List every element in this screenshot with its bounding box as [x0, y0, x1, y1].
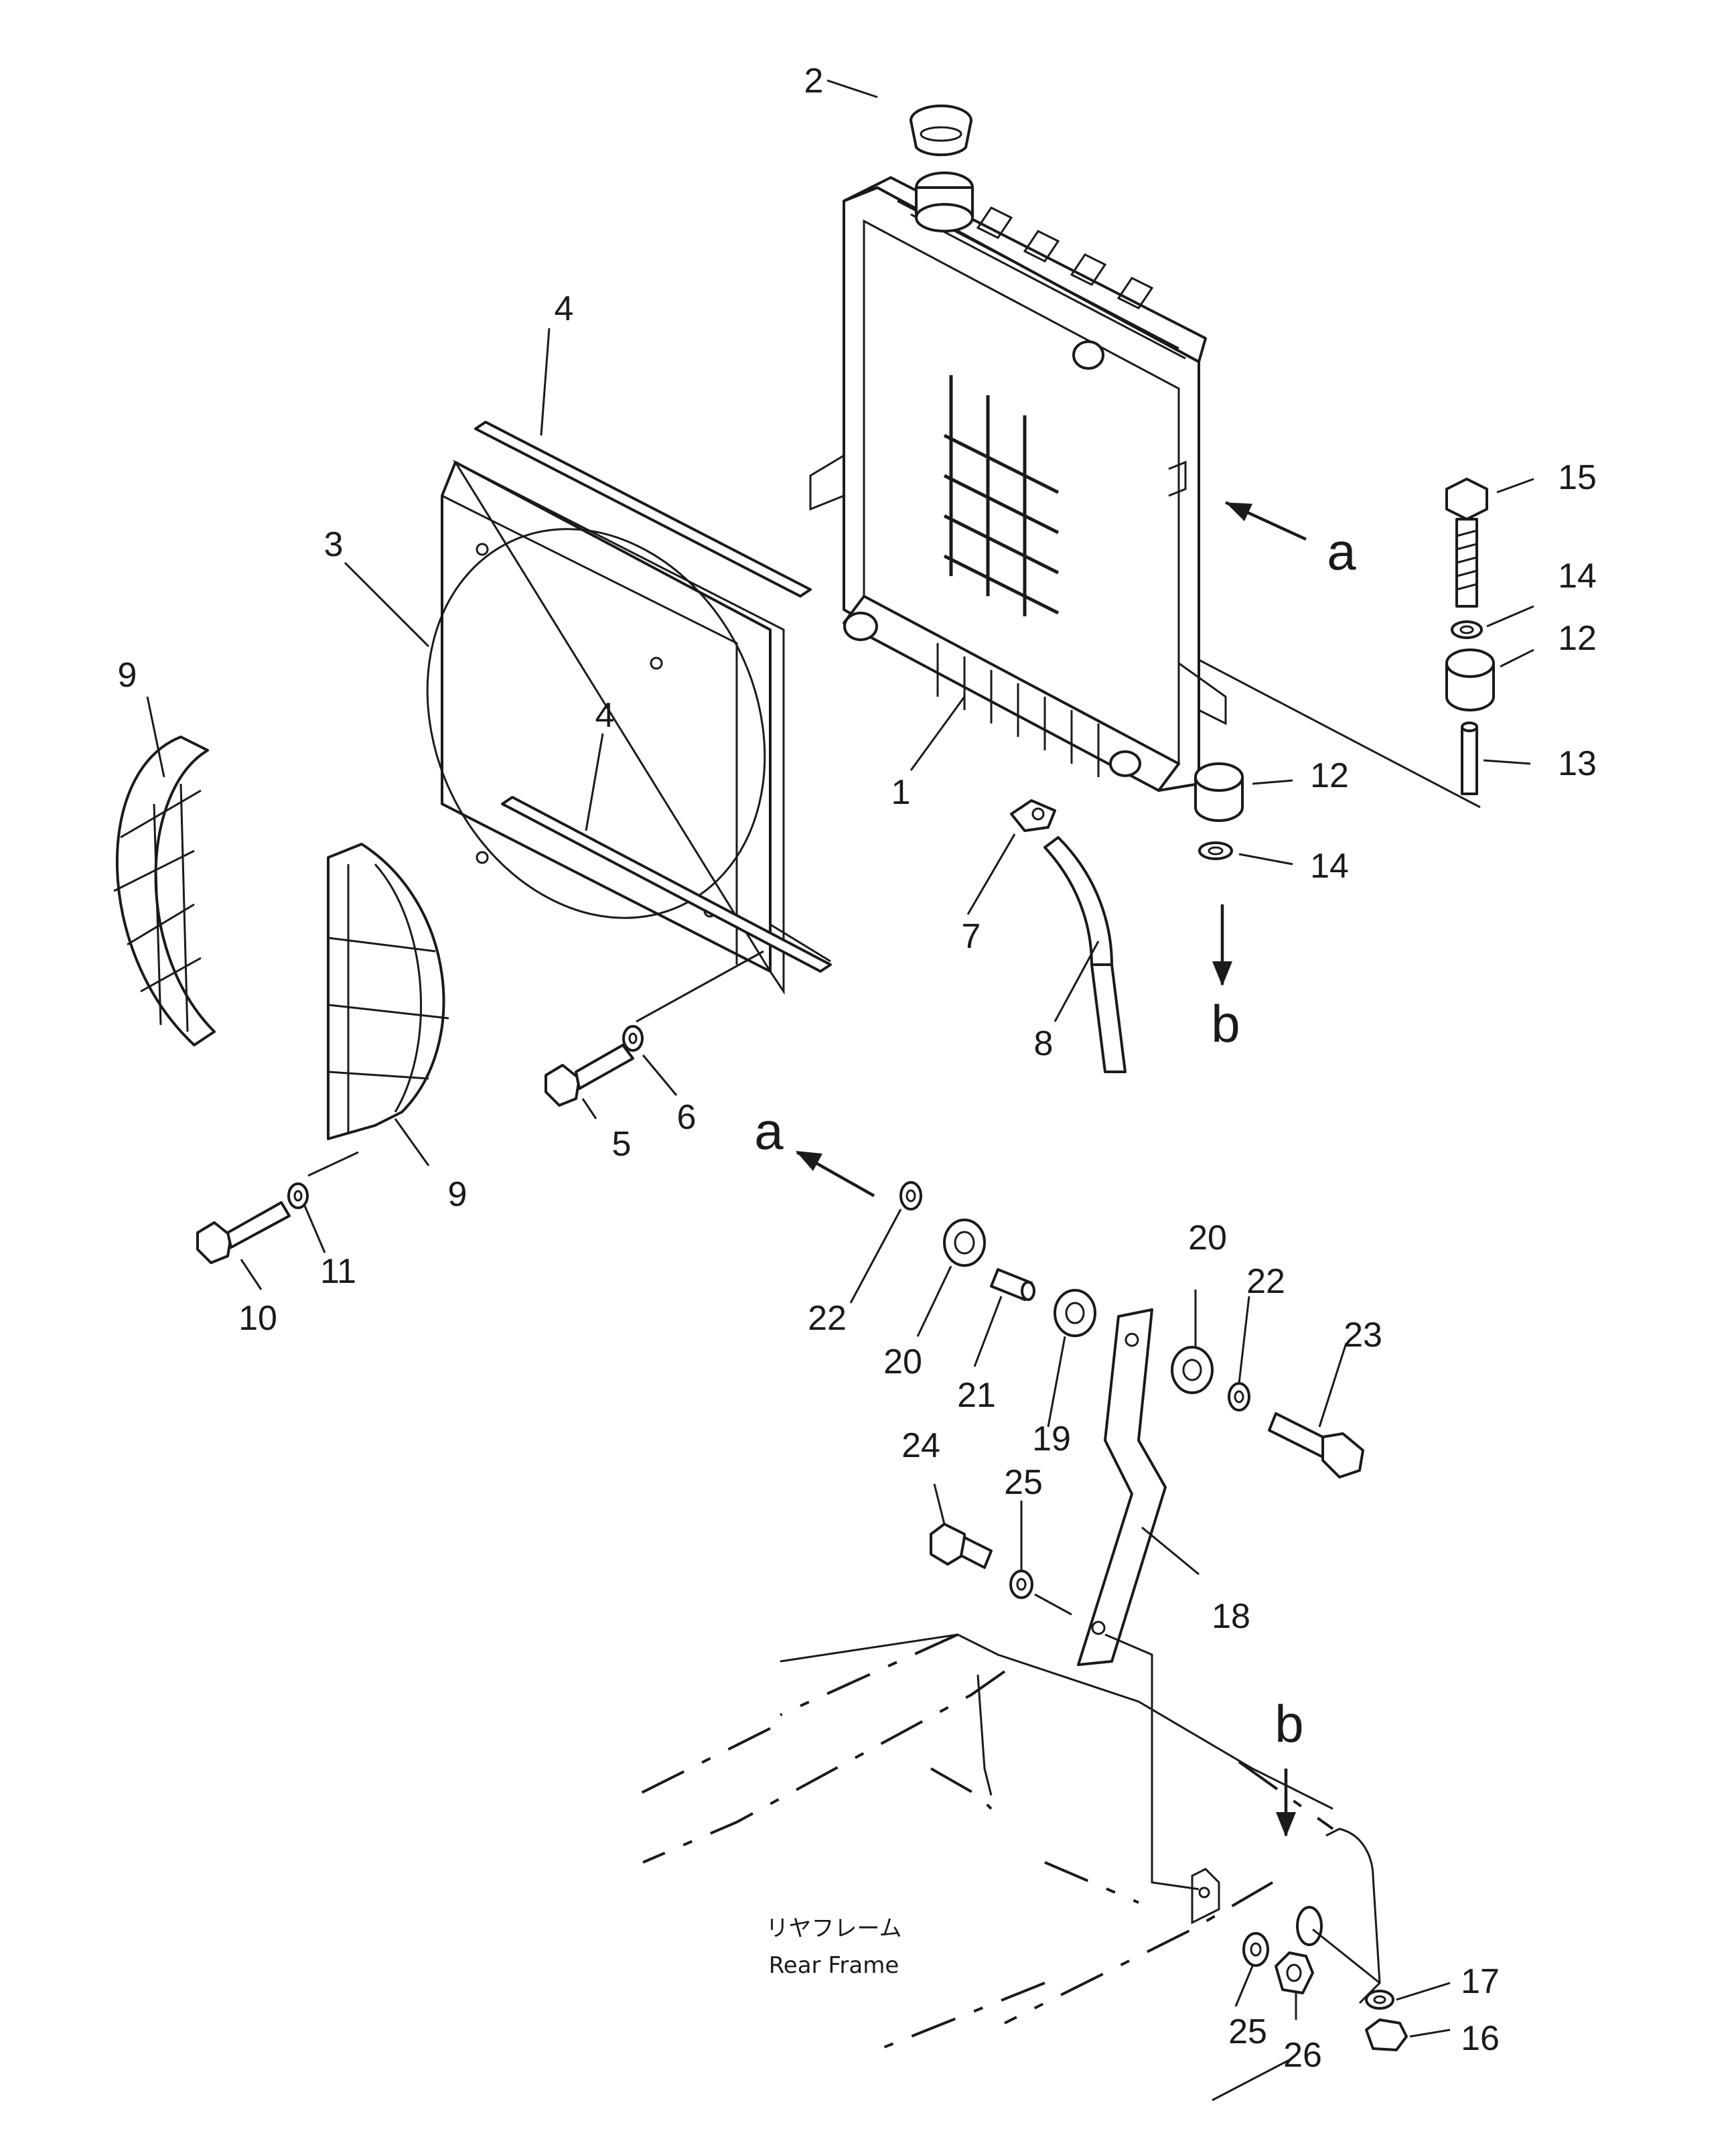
callout-13: 13: [1558, 744, 1597, 783]
view-marker-b-lower: b: [1275, 1694, 1303, 1753]
rear-frame-label-jp: リヤフレーム: [766, 1915, 902, 1942]
callout-8: 8: [1034, 1024, 1054, 1063]
radiator: [809, 171, 1227, 792]
washer-17: [1365, 1990, 1394, 2010]
callout-19: 19: [1032, 1420, 1071, 1458]
callout-labels: 2 4 3 9 4 1 7 8 5 6 9 11 10 15 14 12 13 …: [118, 62, 1597, 2075]
hose-clamp: [1010, 799, 1056, 832]
callout-14-lower: 14: [1310, 847, 1349, 886]
radiator-cap: [910, 105, 972, 157]
callout-24: 24: [901, 1426, 940, 1465]
callout-22-left: 22: [808, 1299, 847, 1338]
callout-1: 1: [891, 773, 911, 812]
rear-frame: [636, 1633, 1381, 2051]
washer-25-lower: [1242, 1932, 1269, 1967]
view-marker-a-lower: a: [754, 1101, 784, 1160]
callout-17: 17: [1461, 1962, 1500, 2001]
callout-15: 15: [1558, 458, 1597, 497]
washer-11: [287, 1182, 309, 1209]
view-arrow-a-upper: [1225, 500, 1307, 541]
fan-guard-left: [113, 736, 216, 1046]
view-markers: a b a b: [754, 522, 1356, 1753]
callout-11: 11: [320, 1252, 356, 1291]
callout-3: 3: [324, 525, 344, 564]
view-arrow-a-lower: [796, 1151, 875, 1197]
rear-frame-label-en: Rear Frame: [769, 1952, 899, 1979]
callout-4-top: 4: [555, 289, 574, 328]
callout-10: 10: [238, 1299, 277, 1338]
view-marker-a-upper: a: [1327, 522, 1356, 581]
seal-strip-middle: [501, 796, 832, 973]
callout-2: 2: [804, 62, 824, 100]
fan-shroud: [426, 460, 785, 995]
washer-14-upper: [1451, 620, 1483, 639]
callout-4-middle: 4: [595, 696, 615, 735]
callout-14-upper: 14: [1558, 557, 1597, 596]
washer-14-lower: [1198, 841, 1233, 860]
collar-13: [1461, 721, 1478, 795]
nut-16: [1365, 2018, 1408, 2051]
callout-26: 26: [1283, 2036, 1322, 2075]
stay-18: [1077, 1308, 1167, 1666]
callout-12-upper: 12: [1558, 619, 1597, 658]
callout-16: 16: [1461, 2019, 1500, 2058]
washer-22-left: [899, 1181, 922, 1211]
nut-26: [1275, 1951, 1314, 1994]
callout-12-lower: 12: [1310, 756, 1349, 795]
bolt-10: [196, 1201, 291, 1264]
callout-9-right: 9: [448, 1175, 467, 1214]
callout-20-left: 20: [883, 1343, 922, 1381]
washer-6: [622, 1025, 644, 1052]
bolt-23: [1268, 1412, 1364, 1478]
seal-strip-top: [474, 421, 812, 598]
leader-lines: [146, 79, 1534, 2102]
bolt-5: [545, 1044, 634, 1107]
fan-guard-right: [327, 843, 449, 1140]
callout-22-right: 22: [1246, 1262, 1285, 1301]
bushing-20-left: [943, 1219, 986, 1267]
bushing-20-right: [1171, 1346, 1214, 1394]
callout-21: 21: [957, 1376, 996, 1415]
rear-frame-label: リヤフレーム Rear Frame: [766, 1915, 902, 1979]
collar-21: [990, 1268, 1035, 1301]
bushing-12-lower: [1194, 762, 1244, 822]
washer-22-right: [1228, 1382, 1250, 1412]
callout-7: 7: [962, 917, 981, 956]
callout-23: 23: [1344, 1316, 1382, 1355]
view-arrow-b-lower: [1276, 1769, 1296, 1837]
callout-25-upper: 25: [1004, 1463, 1043, 1502]
washer-25-upper: [1009, 1570, 1033, 1599]
callout-25-lower: 25: [1228, 2012, 1267, 2051]
drain-hose: [1043, 836, 1127, 1073]
mount-bolt-15: [1445, 478, 1488, 608]
callout-20-right: 20: [1188, 1219, 1227, 1257]
view-arrow-b-upper: [1212, 904, 1232, 986]
callout-9-left: 9: [118, 656, 137, 695]
view-marker-b-upper: b: [1211, 994, 1240, 1053]
callout-18: 18: [1212, 1597, 1250, 1636]
bolt-24: [930, 1523, 993, 1569]
callout-6: 6: [677, 1098, 697, 1137]
bushing-19: [1054, 1289, 1096, 1337]
bushing-12-upper: [1445, 648, 1495, 711]
callout-5: 5: [612, 1125, 632, 1164]
